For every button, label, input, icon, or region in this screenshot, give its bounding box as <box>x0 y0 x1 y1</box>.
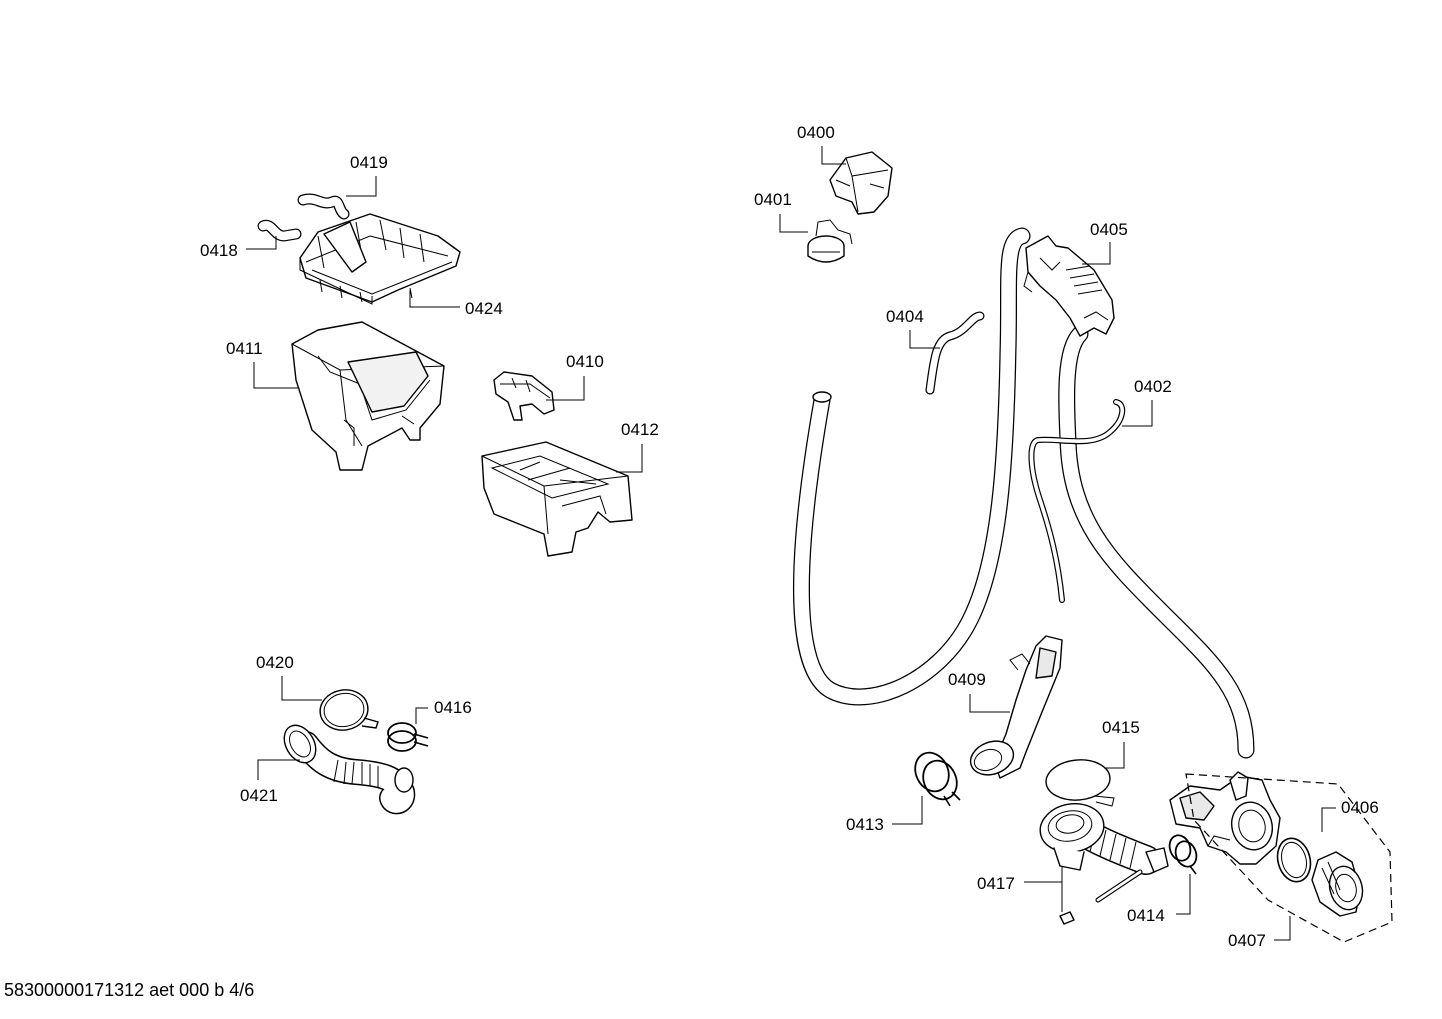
part-drain-hose-long <box>792 227 1031 706</box>
part-0405-hose-connector <box>1023 235 1115 337</box>
part-0421-bellows-hose <box>283 724 416 815</box>
label-0421: 0421 <box>240 786 278 805</box>
label-0415: 0415 <box>1102 718 1140 737</box>
label-0409: 0409 <box>948 670 986 689</box>
label-0413: 0413 <box>846 815 884 834</box>
label-0406: 0406 <box>1341 798 1379 817</box>
part-0417-sump-assembly <box>1039 803 1169 925</box>
part-0412-detergent-drawer <box>481 441 633 557</box>
part-0410-connector <box>493 371 555 421</box>
label-0410: 0410 <box>566 352 604 371</box>
part-0416-spring-clip <box>387 722 429 752</box>
part-0413-hose-clamp <box>914 751 961 807</box>
label-0419: 0419 <box>350 153 388 172</box>
label-0424: 0424 <box>465 299 503 318</box>
part-0400-bracket <box>829 151 893 215</box>
part-0401-pressure-sensor <box>807 219 853 263</box>
part-0411-dispenser-housing <box>291 321 445 471</box>
part-0402-thin-tube <box>1028 399 1126 603</box>
label-0412: 0412 <box>621 420 659 439</box>
part-0414-clip <box>1168 834 1198 875</box>
label-0420: 0420 <box>256 653 294 672</box>
leader-lines <box>246 146 1336 941</box>
part-0415-disc-flap <box>1045 759 1115 807</box>
part-0407-pump-filter <box>1276 837 1364 917</box>
label-0411: 0411 <box>226 339 263 358</box>
label-0416: 0416 <box>434 698 472 717</box>
part-0406-drain-pump <box>1169 771 1393 943</box>
label-0417: 0417 <box>977 874 1015 893</box>
label-0405: 0405 <box>1090 220 1128 239</box>
part-0409-sump-hose <box>969 635 1063 779</box>
document-code: 58300000171312 aet 000 b 4/6 <box>4 980 255 1000</box>
label-0407: 0407 <box>1228 931 1266 950</box>
part-number-labels: 0419 0418 0424 0411 0410 0412 0400 0401 … <box>200 123 1379 950</box>
part-0418-small-hose <box>257 219 302 242</box>
label-0400: 0400 <box>797 123 835 142</box>
part-0404-curved-hose <box>925 311 985 395</box>
label-0418: 0418 <box>200 241 238 260</box>
label-0401: 0401 <box>754 190 792 209</box>
label-0414: 0414 <box>1127 906 1165 925</box>
part-0420-ring-clamp <box>319 689 379 731</box>
label-0402: 0402 <box>1134 377 1172 396</box>
part-0419-small-hose <box>297 193 350 220</box>
part-pump-hose-long <box>1058 325 1255 759</box>
part-0424-drawer-cover <box>299 213 461 305</box>
label-0404: 0404 <box>886 307 924 326</box>
